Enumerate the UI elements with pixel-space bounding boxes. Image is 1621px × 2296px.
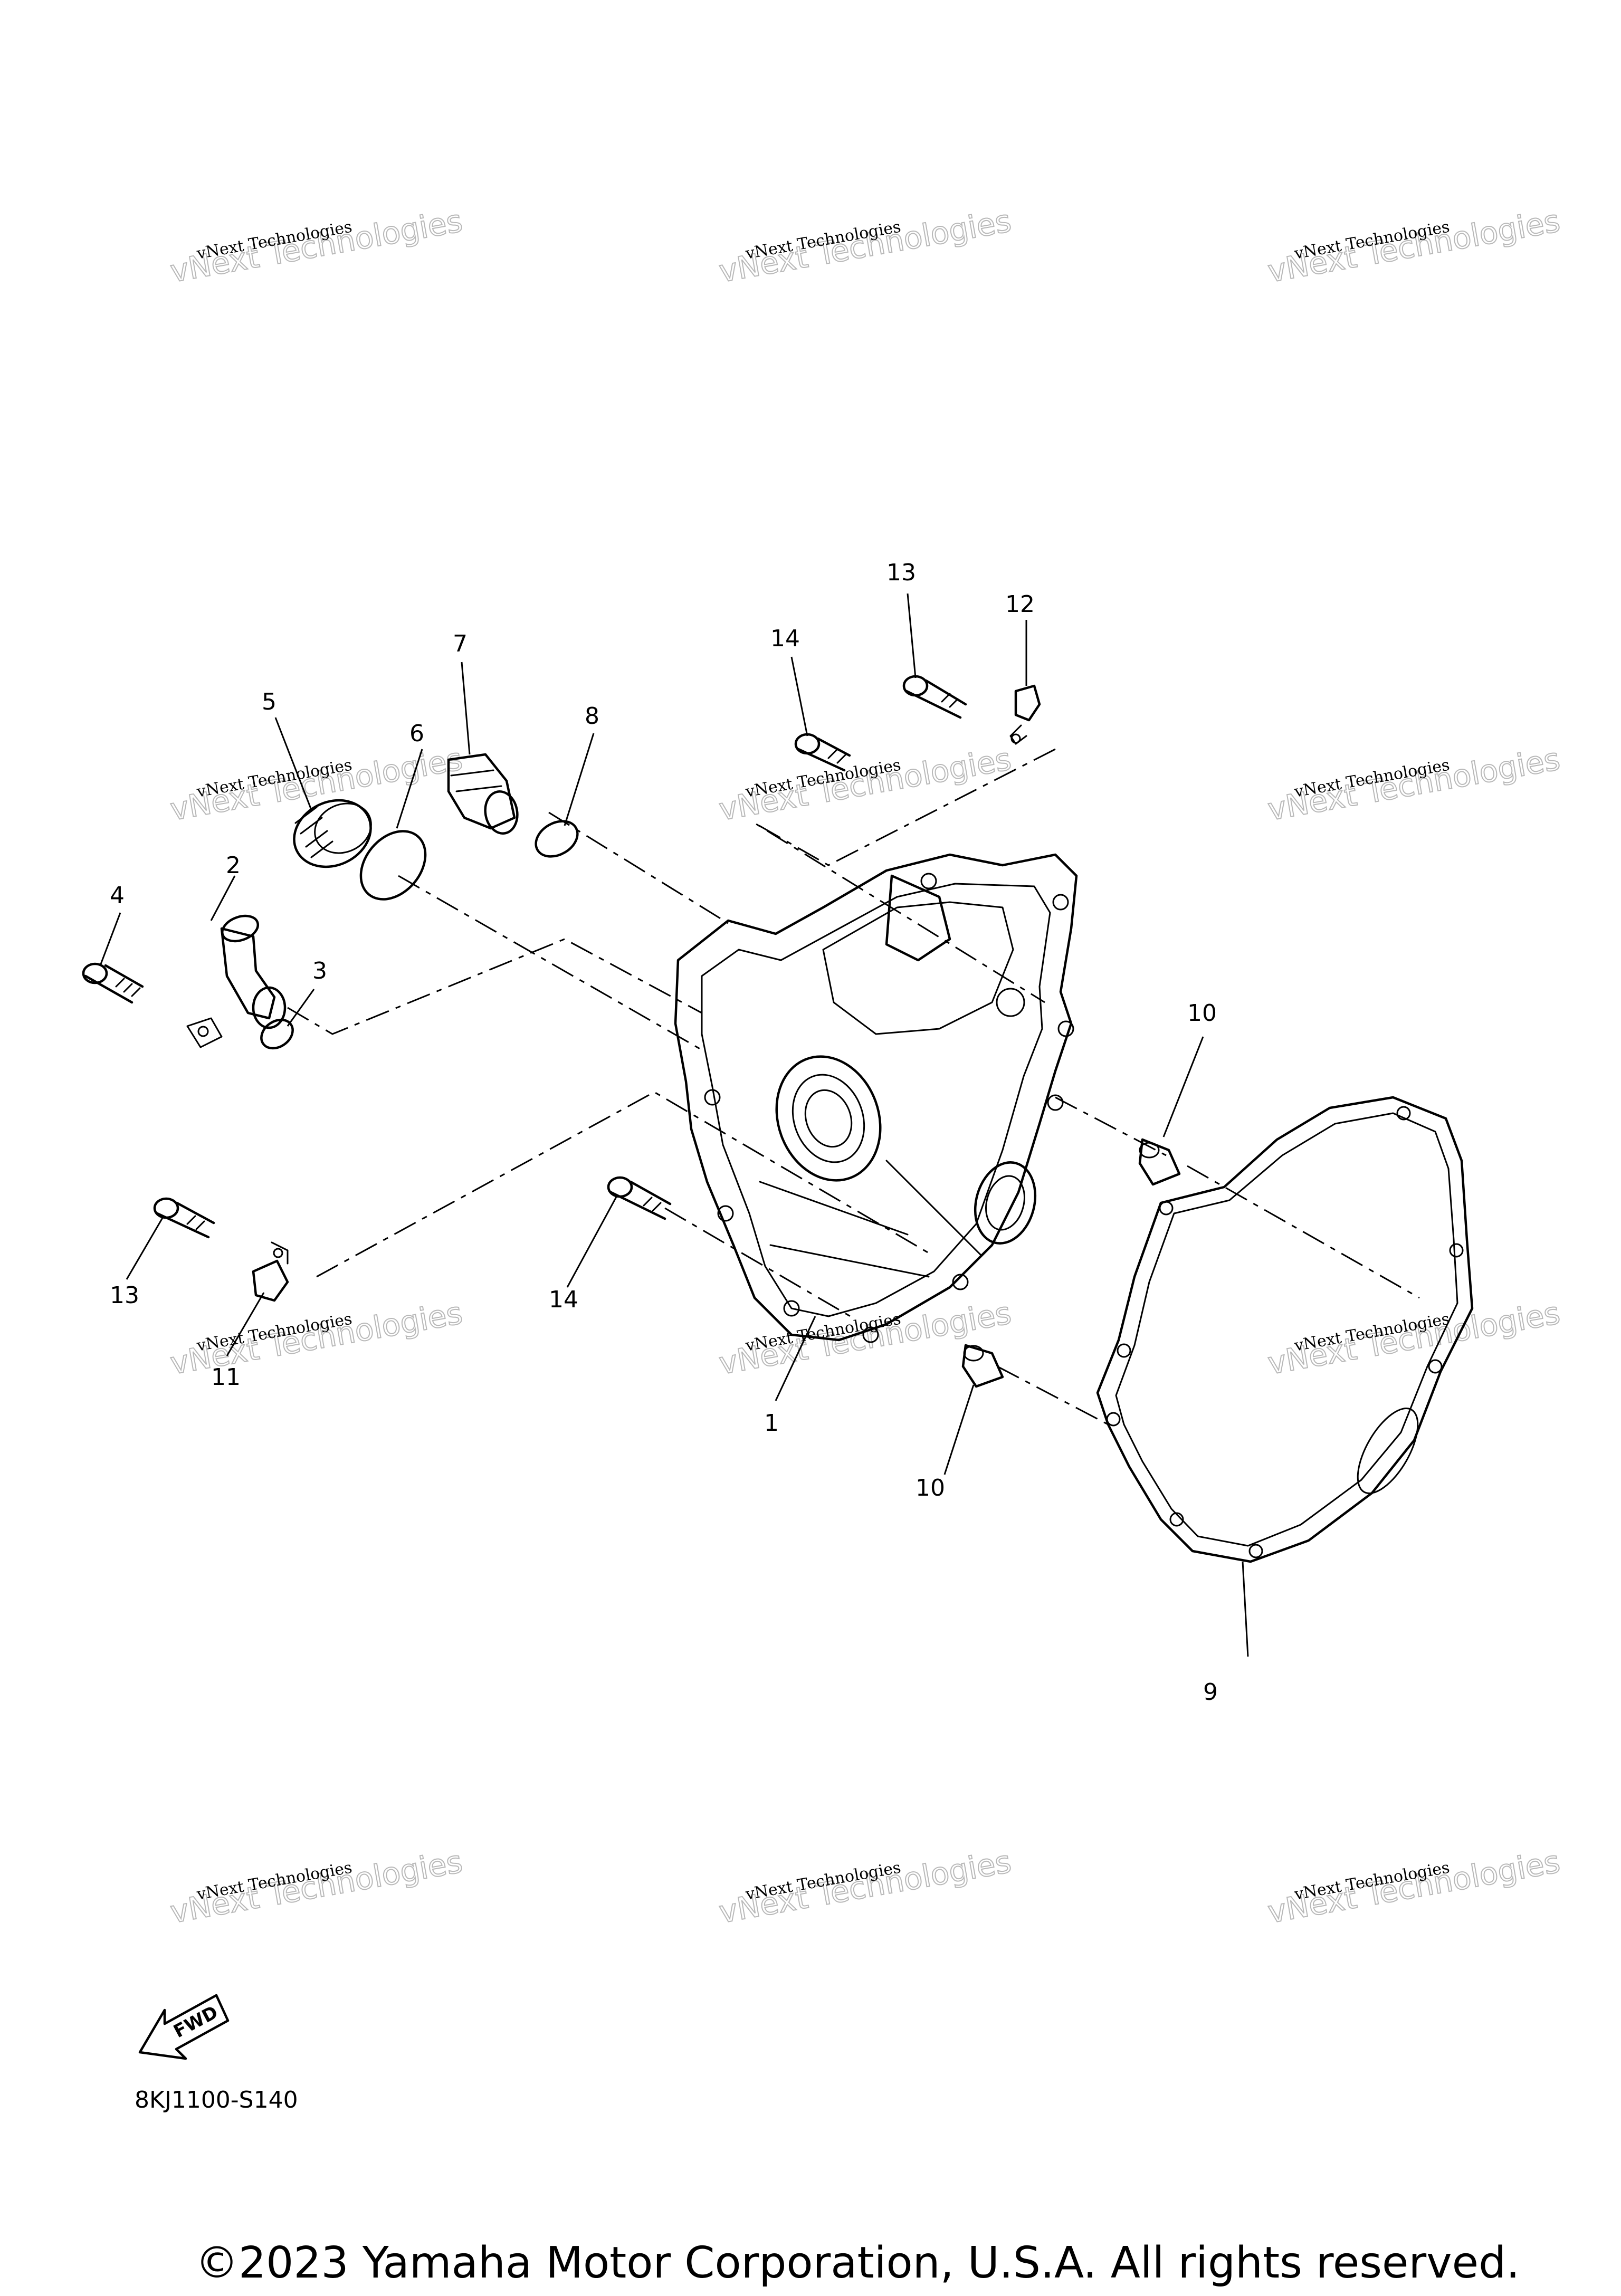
callout-13-upper: 13 (886, 559, 916, 586)
bolt-13-lower (153, 1197, 215, 1239)
dowel-pin-upper (1138, 1138, 1181, 1186)
copyright-notice: ©2023 Yamaha Motor Corporation, U.S.A. A… (195, 2238, 1520, 2288)
clamp-12 (1009, 684, 1041, 745)
callout-6: 6 (409, 720, 424, 747)
callout-14-upper: 14 (770, 625, 800, 652)
callout-4: 4 (110, 882, 125, 909)
plug (447, 753, 519, 835)
callout-7: 7 (453, 630, 468, 657)
callout-3: 3 (312, 958, 327, 984)
bolt-14-upper (794, 733, 851, 772)
bolt-4 (82, 962, 144, 1004)
leader-lines (99, 593, 1249, 1657)
diagram-code: 8KJ1100-S140 (135, 2087, 298, 2113)
callout-13-lower: 13 (110, 1282, 139, 1309)
callout-10-upper: 10 (1187, 1000, 1217, 1027)
dowel-pin-lower (961, 1344, 1004, 1388)
callout-1: 1 (764, 1410, 779, 1437)
o-ring-large (359, 830, 427, 901)
callout-11: 11 (211, 1364, 241, 1391)
callout-8: 8 (585, 703, 599, 730)
assembly-lines (287, 748, 1420, 1426)
threaded-plug (293, 799, 372, 868)
callout-10-lower: 10 (916, 1475, 945, 1501)
fwd-arrow-icon: FWD (138, 1994, 230, 2060)
callout-5: 5 (262, 688, 276, 715)
bolt-13-upper (902, 675, 967, 719)
bolt-14-lower (607, 1176, 672, 1220)
crankcase-cover (674, 853, 1078, 1343)
gasket (1096, 1096, 1474, 1563)
elbow-pipe (186, 914, 287, 1048)
callout-2: 2 (226, 852, 241, 879)
clamp-11 (252, 1241, 289, 1302)
callout-14-lower: 14 (549, 1286, 578, 1313)
callout-9: 9 (1203, 1679, 1218, 1706)
callout-12: 12 (1005, 591, 1035, 618)
o-ring-small (260, 1018, 294, 1050)
callouts: 1 2 3 4 5 6 7 8 9 10 10 11 12 13 13 14 1… (110, 559, 1218, 1706)
o-ring-8 (535, 820, 579, 858)
